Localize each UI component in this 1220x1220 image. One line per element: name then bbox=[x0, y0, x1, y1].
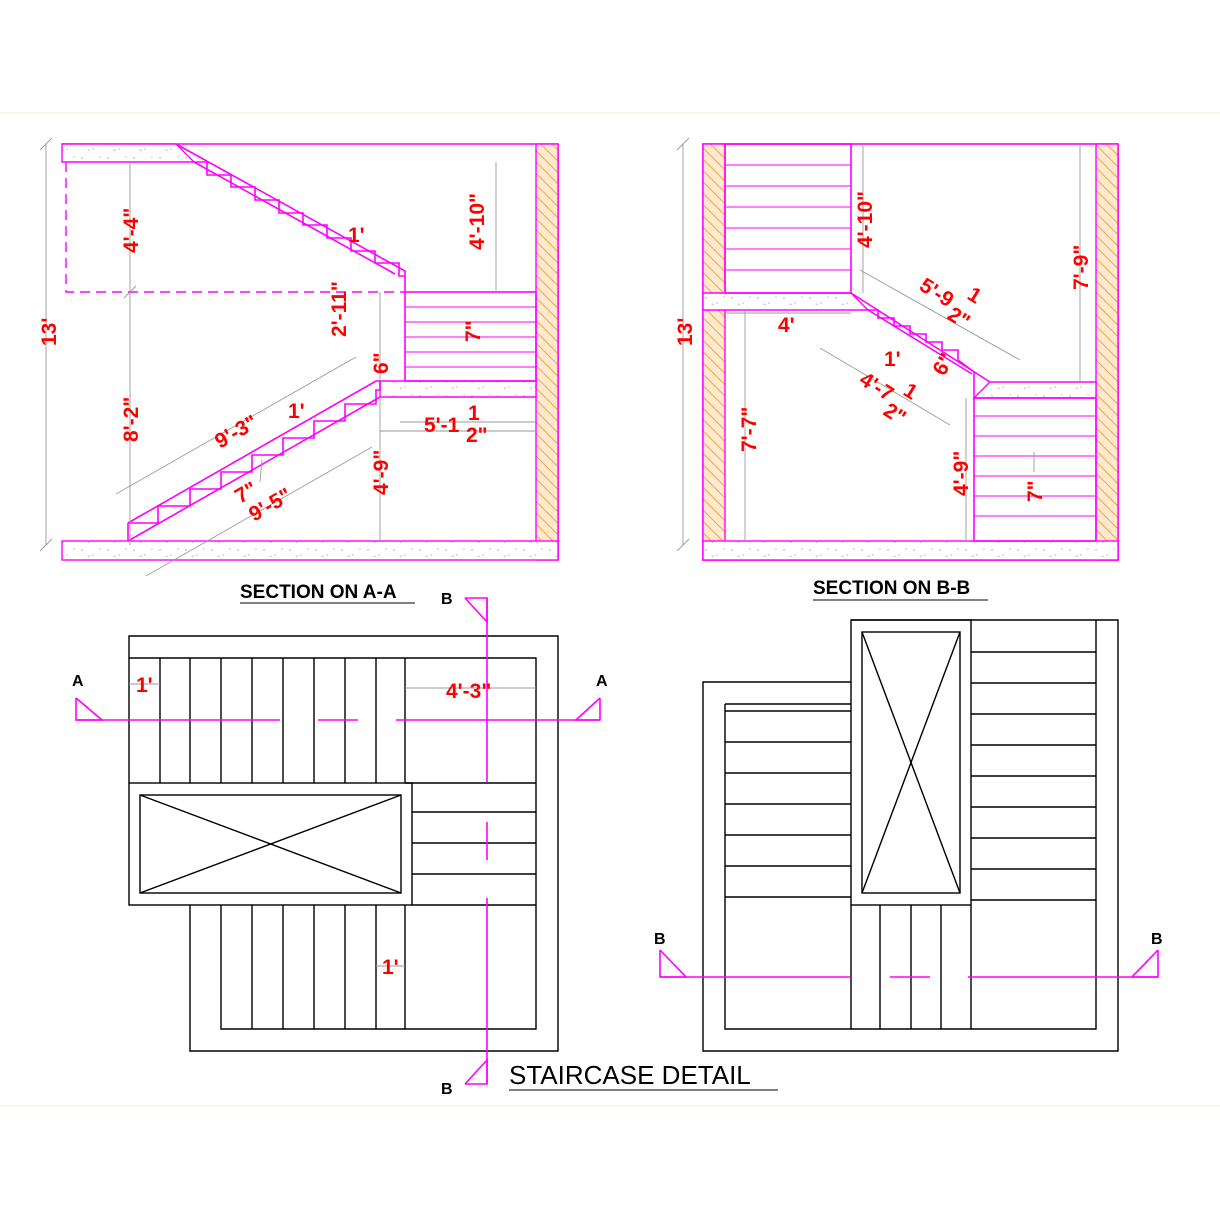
bb-riser: 7" bbox=[1024, 480, 1047, 502]
bb-right-height: 7'-9" bbox=[1070, 245, 1093, 290]
aa-mid-height: 2'-11" bbox=[328, 281, 351, 337]
aa-riser-landing: 7" bbox=[462, 320, 485, 342]
plan-a-mark-left: A bbox=[72, 673, 84, 690]
aa-waist: 6" bbox=[370, 352, 393, 374]
bb-caption: SECTION ON B-B bbox=[813, 578, 970, 599]
aa-upper-right-height: 4'-10" bbox=[466, 193, 489, 250]
bb-lower-left-height: 7'-7" bbox=[738, 407, 761, 452]
section-bb: 13' 4'-10" 7'-9" 7'-7" 4' 1' 6" 5'-9 1 2… bbox=[674, 137, 1119, 601]
plan-a-landing-width: 4'-3" bbox=[446, 680, 491, 703]
plan-b-mark-left: B bbox=[654, 931, 666, 948]
section-aa: 13' 4'-4" 8'-2" 4'-10" 2'-11" 6" 7" 4'-9… bbox=[38, 137, 559, 604]
aa-flight-length-a: 9'-3" bbox=[211, 411, 262, 454]
plan-b: B B bbox=[654, 619, 1163, 1052]
bb-upper-height: 4'-10" bbox=[854, 191, 877, 248]
bb-tread: 1' bbox=[884, 348, 901, 371]
aa-lower-height: 8'-2" bbox=[120, 397, 143, 442]
bb-flight-upper: 5'-9 bbox=[915, 274, 957, 312]
plan-a-cut-bottom: B bbox=[441, 1081, 453, 1098]
bb-flight-upper-frac: 1 bbox=[963, 283, 985, 309]
bb-landing: 4' bbox=[778, 314, 795, 337]
bb-total-height: 13' bbox=[674, 318, 697, 346]
plan-a-cut-top: B bbox=[441, 591, 453, 608]
aa-upper-height: 4'-4" bbox=[120, 208, 143, 253]
aa-total-height: 13' bbox=[38, 318, 61, 346]
aa-tread-upper: 1' bbox=[348, 224, 365, 247]
plan-a-tread-top: 1' bbox=[136, 674, 153, 697]
bb-flight-lower-frac: 1 bbox=[899, 379, 921, 405]
bb-lower-right-height: 4'-9" bbox=[950, 451, 973, 496]
aa-landing-width: 5'-1 bbox=[424, 414, 460, 437]
aa-tread-lower: 1' bbox=[288, 400, 305, 423]
plan-b-mark-right: B bbox=[1151, 931, 1163, 948]
drawing-title: STAIRCASE DETAIL bbox=[509, 1060, 751, 1090]
plan-a: A A B B 1' 4'-3" 1' bbox=[72, 591, 608, 1098]
aa-lower-right-height: 4'-9" bbox=[370, 450, 393, 495]
aa-landing-width-den: 2" bbox=[466, 424, 488, 447]
bb-waist: 6" bbox=[928, 349, 959, 379]
plan-a-mark-right: A bbox=[596, 673, 608, 690]
plan-a-tread-bottom: 1' bbox=[382, 956, 399, 979]
aa-landing-width-frac: 1 bbox=[468, 402, 480, 425]
aa-caption: SECTION ON A-A bbox=[240, 582, 397, 603]
